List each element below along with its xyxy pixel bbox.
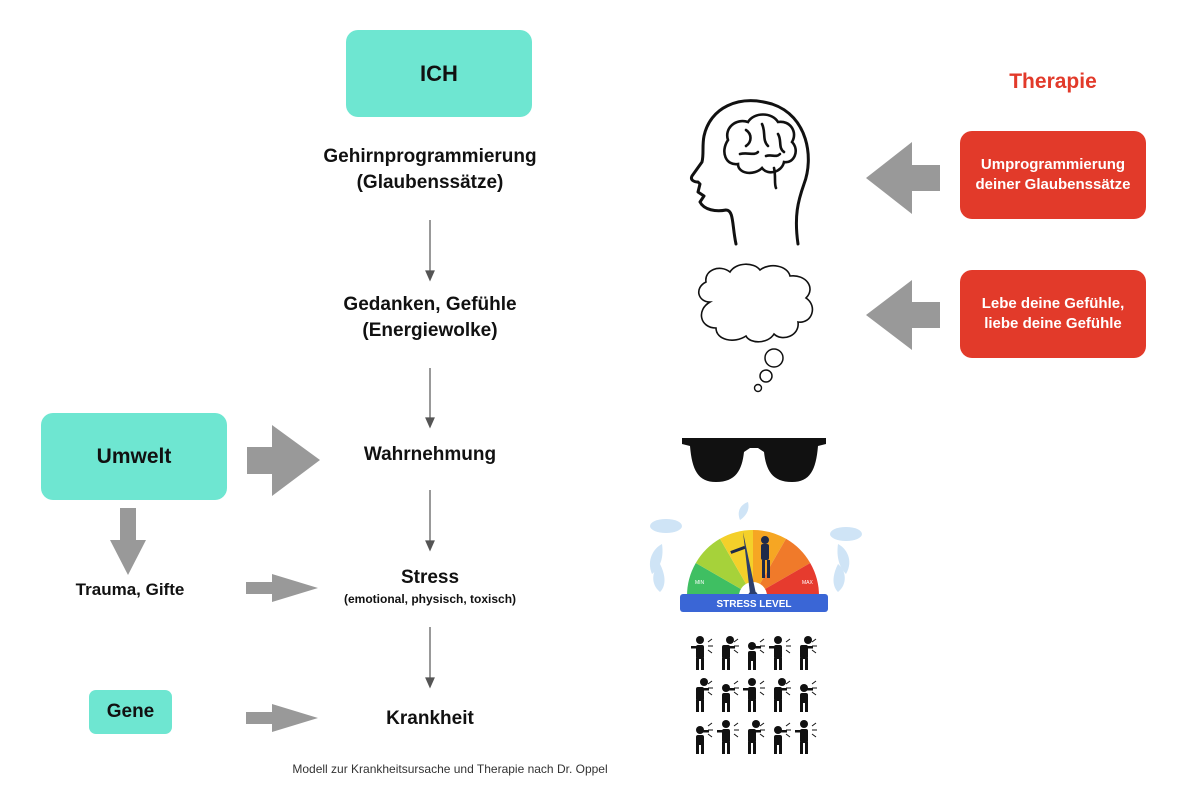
umwelt-to-trauma-arrow	[110, 508, 146, 575]
head-brain-icon	[690, 99, 810, 246]
therapy-title: Therapie	[960, 70, 1146, 94]
sick-person-icon	[748, 720, 765, 754]
gauge-min-label: MIN	[695, 580, 705, 586]
down-arrow-4	[425, 627, 435, 689]
reprogram-box: Umprogrammierung deiner Glaubenssätze	[960, 131, 1146, 219]
caption-text: Modell zur Krankheitsursache und Therapi…	[292, 762, 608, 776]
environment-box: Umwelt	[41, 413, 227, 500]
sick-person-icon	[722, 636, 739, 670]
sick-person-icon	[774, 722, 791, 754]
feelings-box: Lebe deine Gefühle, liebe deine Gefühle	[960, 270, 1146, 358]
sick-person-icon	[800, 636, 817, 670]
sick-person-icon	[800, 680, 817, 712]
therapy-to-cloud-arrow	[866, 280, 940, 350]
sick-person-icon	[795, 720, 817, 754]
stress-level-gauge-icon: MIN MAX STRESS LEVEL	[649, 502, 862, 612]
sick-people-icons	[688, 632, 822, 756]
thought-cloud-icon	[698, 263, 814, 393]
reprogram-line2: deiner Glaubenssätze	[975, 176, 1131, 193]
reprogram-line1: Umprogrammierung	[980, 156, 1126, 173]
thoughts-line2: (Energiewolke)	[362, 320, 498, 341]
sick-person-icon	[774, 678, 791, 712]
ich-box: ICH	[346, 30, 532, 117]
thoughts-feelings-text: Gedanken, Gefühle (Energiewolke)	[300, 292, 560, 344]
trauma-text: Trauma, Gifte	[50, 580, 210, 600]
sick-person-icon	[691, 636, 713, 670]
sick-person-icon	[743, 678, 765, 712]
sick-person-icon	[722, 680, 739, 712]
stress-sub-label: (emotional, physisch, toxisch)	[343, 592, 517, 606]
disease-text: Krankheit	[300, 706, 560, 732]
therapy-to-brain-arrow	[866, 142, 940, 214]
brain-programming-text: Gehirnprogrammierung (Glaubenssätze)	[300, 144, 560, 196]
down-arrow-1	[425, 220, 435, 282]
disease-label: Krankheit	[386, 708, 474, 729]
trauma-label: Trauma, Gifte	[75, 580, 185, 599]
sick-people-grid	[691, 636, 817, 754]
gauge-label: STRESS LEVEL	[716, 599, 791, 610]
genes-label: Gene	[106, 701, 155, 722]
environment-label: Umwelt	[96, 444, 172, 468]
stress-label: Stress	[400, 567, 460, 588]
perception-label: Wahrnehmung	[363, 444, 497, 465]
feelings-line1: Lebe deine Gefühle,	[981, 295, 1125, 312]
sick-person-icon	[748, 638, 765, 670]
thoughts-line1: Gedanken, Gefühle	[343, 294, 517, 315]
down-arrow-2	[425, 368, 435, 429]
gauge-max-label: MAX	[802, 580, 814, 586]
caption: Modell zur Krankheitsursache und Therapi…	[200, 762, 700, 776]
brain-programming-line1: Gehirnprogrammierung	[323, 146, 537, 167]
sick-person-icon	[717, 720, 739, 754]
ich-label: ICH	[420, 60, 458, 86]
brain-programming-line2: (Glaubenssätze)	[356, 172, 504, 193]
sunglasses-icon	[682, 438, 826, 482]
therapy-title-label: Therapie	[1009, 70, 1097, 93]
sick-person-icon	[769, 636, 791, 670]
down-arrow-3	[425, 490, 435, 552]
stress-text: Stress (emotional, physisch, toxisch)	[300, 565, 560, 607]
sick-person-icon	[696, 722, 713, 754]
feelings-line2: liebe deine Gefühle	[984, 315, 1122, 332]
perception-text: Wahrnehmung	[300, 442, 560, 468]
sick-person-icon	[696, 678, 713, 712]
genes-box: Gene	[89, 690, 172, 734]
